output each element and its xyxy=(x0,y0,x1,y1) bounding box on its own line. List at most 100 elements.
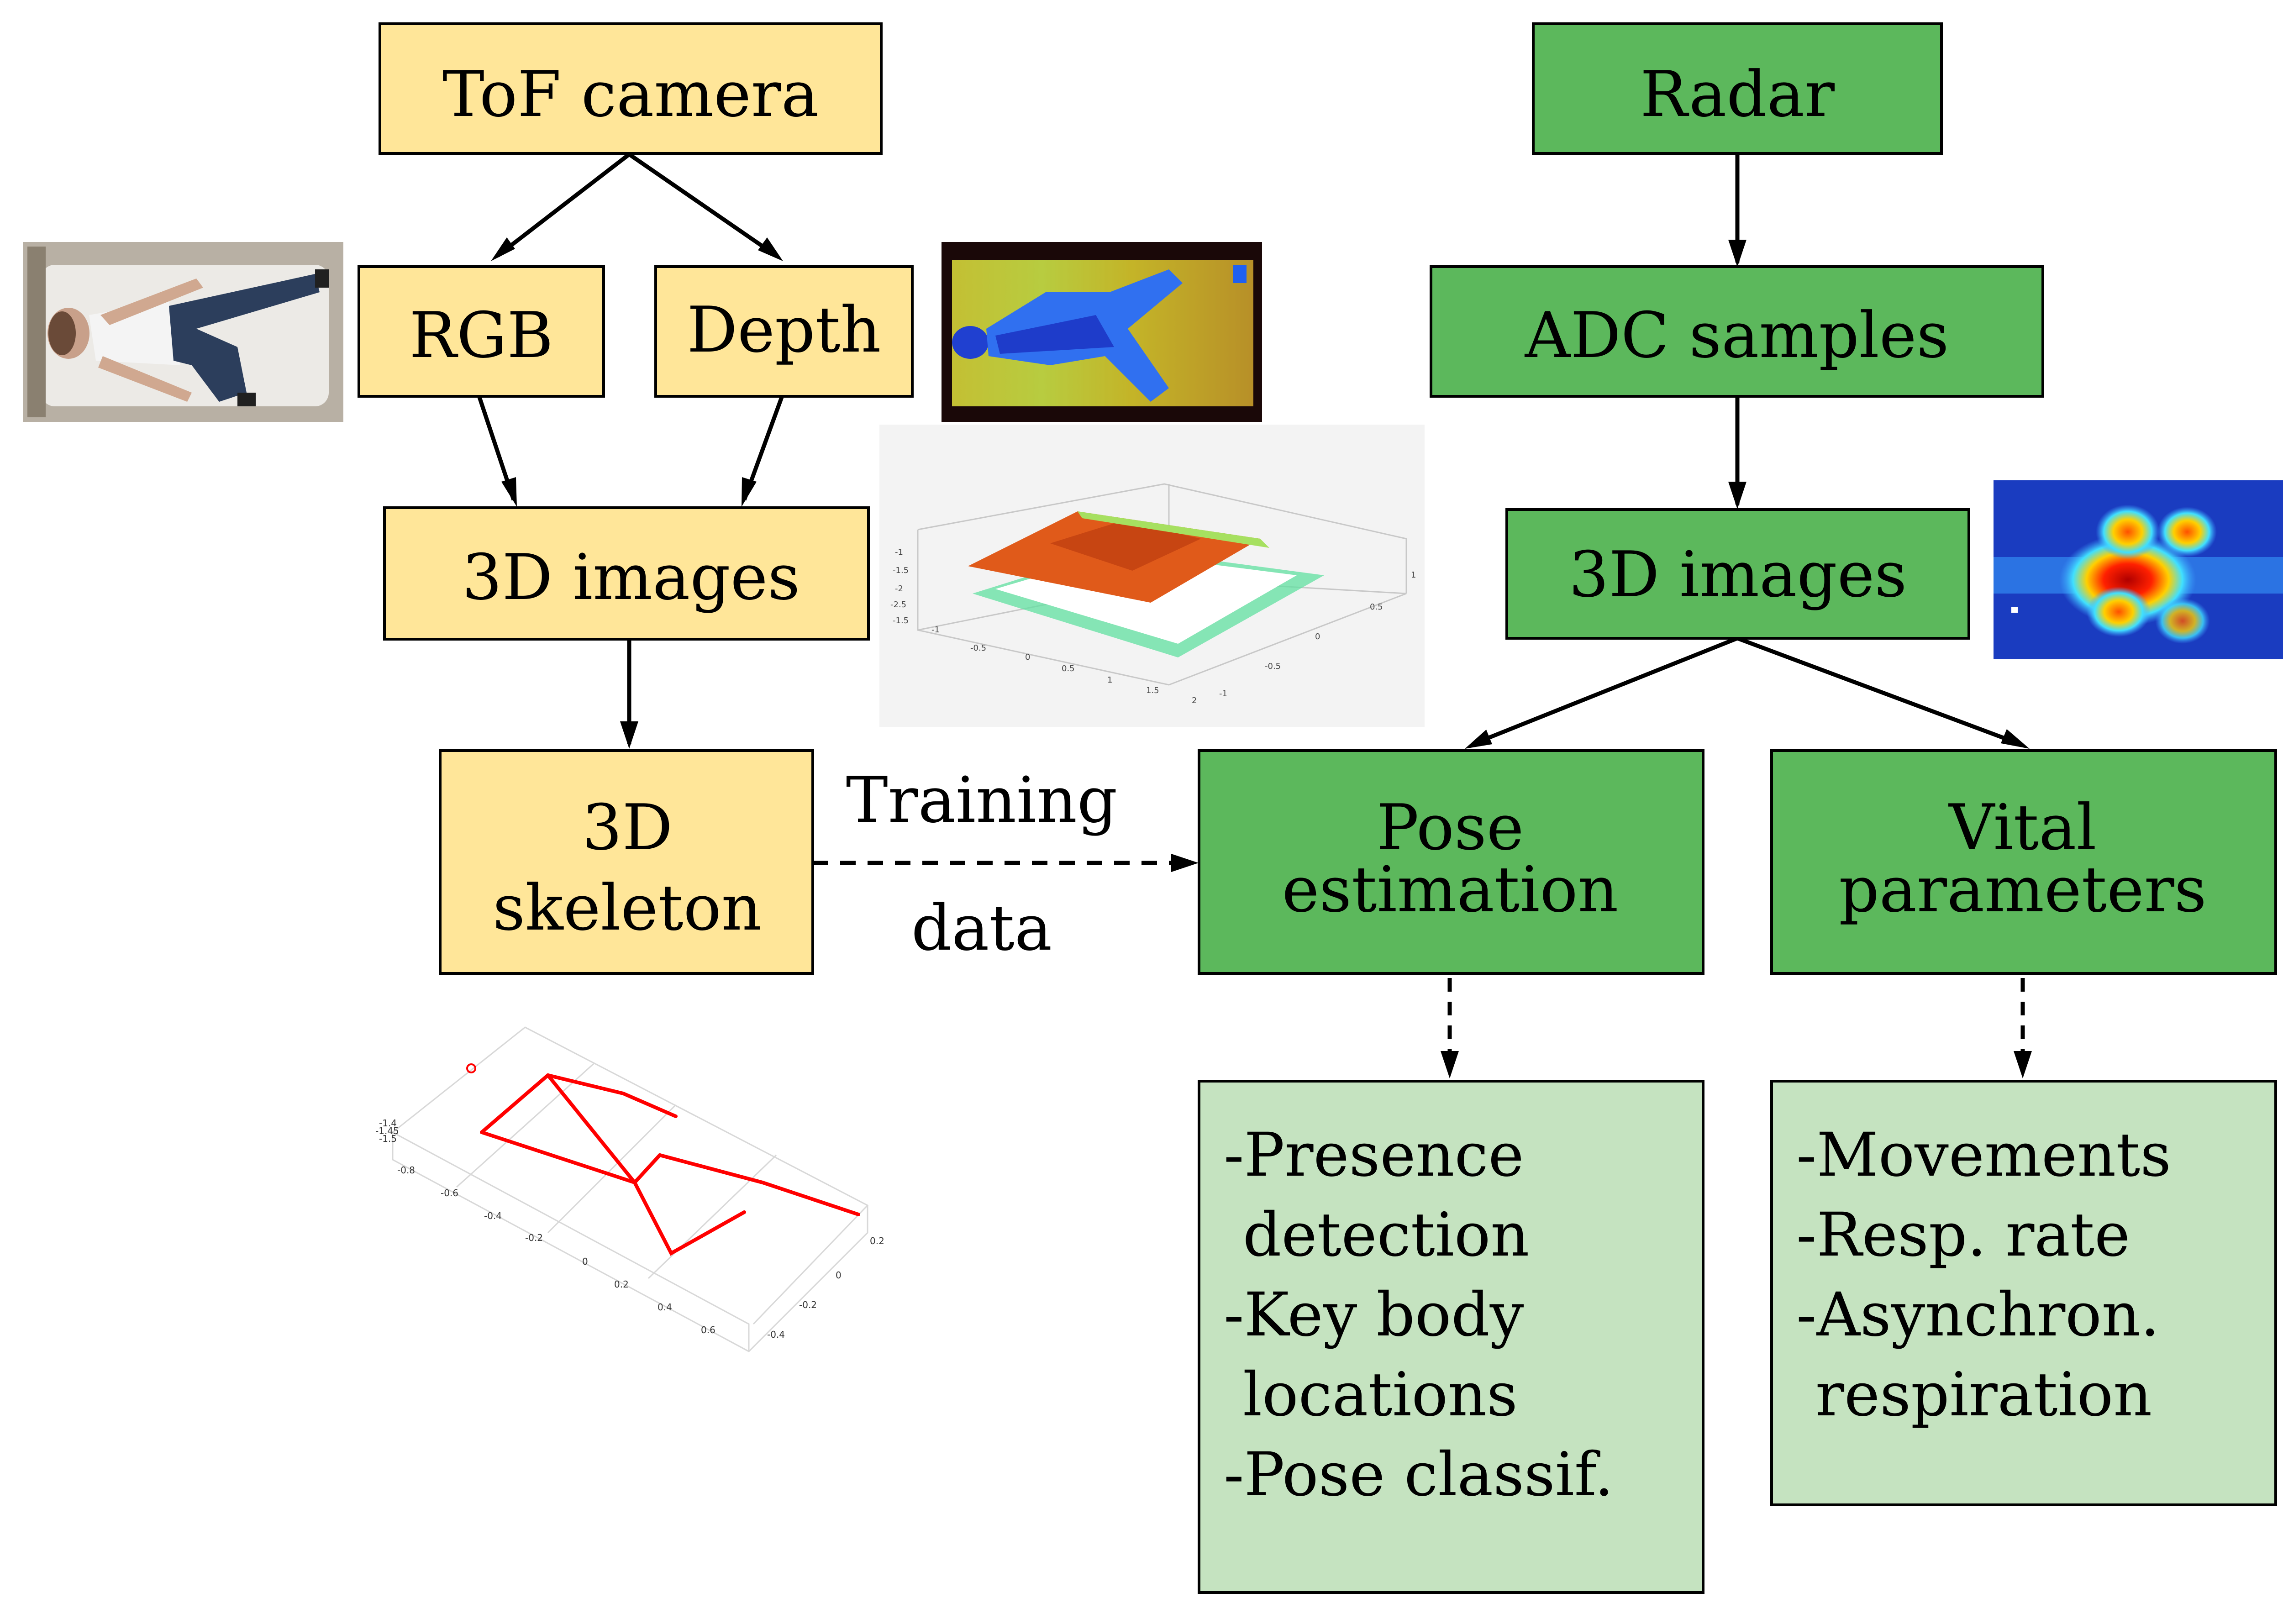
pc-y-tick: 0.5 xyxy=(1370,602,1383,612)
skeleton-spine xyxy=(480,1130,662,1185)
depth-label: Depth xyxy=(687,293,881,367)
arrowhead xyxy=(1171,854,1199,872)
radar-branch: Radar ADC samples 3D images Pose estimat… xyxy=(1198,22,2277,975)
sk-x-tick: -0.6 xyxy=(441,1188,458,1198)
skeleton-torso xyxy=(546,1073,637,1184)
skeleton-leg-right xyxy=(658,1153,860,1216)
pose-output-box xyxy=(1198,1080,1704,1594)
arrowhead xyxy=(1465,730,1492,749)
radar-3d-images-box xyxy=(1505,508,1970,640)
radar-label: Radar xyxy=(1640,58,1835,131)
data-label: data xyxy=(911,891,1052,965)
radar-box xyxy=(1532,22,1943,155)
pc-x-tick: 0 xyxy=(1025,652,1030,662)
skeleton-label-line1: 3D xyxy=(582,791,673,864)
sk-y-tick: 0.2 xyxy=(870,1235,884,1246)
skeleton-shoulders xyxy=(546,1073,678,1118)
arrowheads xyxy=(491,237,2032,1078)
pc-z-tick: -1.5 xyxy=(893,616,909,625)
pose-output-item: locations xyxy=(1224,1360,1518,1430)
depth-image xyxy=(942,242,1262,422)
camera-3d-images-label: 3D images xyxy=(462,541,800,614)
pc-z-tick: -1.5 xyxy=(893,566,909,575)
skeleton-box xyxy=(439,749,814,975)
arrow-3d-to-pose xyxy=(1472,636,1738,746)
arrow-tof-to-depth xyxy=(628,152,778,258)
arrowhead xyxy=(2001,729,2030,749)
tof-camera-box xyxy=(379,22,883,155)
arrowhead xyxy=(1441,1051,1459,1078)
pc-z-tick: -2.5 xyxy=(890,600,906,610)
arrowhead xyxy=(620,721,638,749)
pc-y-tick: -0.5 xyxy=(1265,662,1281,671)
pc-x-tick: -1 xyxy=(931,625,940,635)
pose-output-item: -Key body xyxy=(1224,1280,1524,1350)
sk-y-tick: -0.4 xyxy=(767,1329,785,1340)
rgb-label: RGB xyxy=(409,299,553,372)
pc-x-tick: 2 xyxy=(1192,696,1197,705)
vital-parameters-box xyxy=(1770,749,2277,975)
sk-y-tick: 0 xyxy=(836,1270,842,1281)
rgb-photo xyxy=(23,242,343,422)
arrowhead xyxy=(2014,1051,2032,1078)
skeleton-label-line2: skeleton xyxy=(493,871,762,945)
pc-x-tick: 0.5 xyxy=(1062,664,1075,673)
sk-x-tick: -0.8 xyxy=(397,1165,415,1176)
pc-x-tick: 1.5 xyxy=(1146,686,1159,695)
vital-output-item: -Resp. rate xyxy=(1796,1200,2130,1270)
pose-output: -Presence detection -Key body locations … xyxy=(1198,1080,1704,1594)
arrowhead xyxy=(501,477,517,507)
pose-estimation-label-line2: estimation xyxy=(1282,853,1619,926)
depth-box xyxy=(654,265,914,398)
adc-samples-box xyxy=(1430,265,2044,398)
sk-z-tick: -1.45 xyxy=(375,1125,399,1136)
sk-y-tick: -0.2 xyxy=(799,1299,817,1310)
pc-x-tick: 1 xyxy=(1107,675,1112,685)
vital-output-item: -Movements xyxy=(1796,1120,2171,1190)
training-label: Training xyxy=(846,763,1118,837)
skeleton-leg-left xyxy=(633,1181,746,1256)
sk-x-tick: 0.4 xyxy=(658,1302,672,1313)
arrowhead xyxy=(742,477,757,507)
vital-output-item: respiration xyxy=(1796,1360,2152,1430)
pose-output-item: detection xyxy=(1224,1200,1529,1270)
skeleton-head-marker xyxy=(466,1063,476,1073)
arrow-tof-to-rgb xyxy=(496,152,631,258)
pointcloud-plot: -1 -1.5 -2 -2.5 -1.5 -1 -0.5 0 0.5 1 1.5… xyxy=(879,425,1425,727)
pose-output-item: -Pose classif. xyxy=(1224,1440,1614,1510)
skeleton-arm xyxy=(480,1073,550,1134)
pc-y-tick: -1 xyxy=(1219,689,1227,699)
arrowhead xyxy=(1728,240,1746,267)
pc-x-tick: -0.5 xyxy=(970,643,986,653)
pose-estimation-box xyxy=(1198,749,1704,975)
pose-output-item: -Presence xyxy=(1224,1120,1524,1190)
pc-z-tick: -1 xyxy=(895,547,903,557)
pc-y-tick: 0 xyxy=(1315,632,1320,641)
arrow-3d-to-vital xyxy=(1736,636,2021,746)
vital-output-item: -Asynchron. xyxy=(1796,1280,2160,1350)
vital-output-box xyxy=(1770,1080,2277,1506)
skeleton-plot: -1.4 -1.45 -1.5 -0.8 -0.6 -0.4 -0.2 0 0.… xyxy=(375,1026,884,1352)
sk-x-tick: 0 xyxy=(582,1256,588,1267)
camera-3d-images-box xyxy=(383,506,870,641)
sk-x-tick: -0.4 xyxy=(484,1210,502,1221)
vital-parameters-label-line2: parameters xyxy=(1839,853,2206,926)
arrowhead xyxy=(758,237,783,261)
rgb-box xyxy=(358,265,605,398)
pc-z-tick: -2 xyxy=(895,584,903,594)
camera-branch: ToF camera RGB Depth 3D images 3D skelet… xyxy=(358,22,914,975)
tof-camera-label: ToF camera xyxy=(442,58,819,131)
sk-x-tick: 0.6 xyxy=(701,1324,715,1335)
vital-output: -Movements -Resp. rate -Asynchron. respi… xyxy=(1770,1080,2277,1506)
sk-z-tick: -1.5 xyxy=(379,1133,397,1144)
radar-heatmap xyxy=(1994,480,2283,659)
sk-x-tick: -0.2 xyxy=(525,1232,543,1243)
pose-estimation-label-line1: Pose xyxy=(1377,791,1524,864)
arrowhead xyxy=(491,237,515,261)
pc-y-tick: 1 xyxy=(1411,570,1416,580)
sk-z-tick: -1.4 xyxy=(379,1118,397,1129)
vital-parameters-label-line1: Vital xyxy=(1948,791,2096,864)
radar-3d-images-label: 3D images xyxy=(1569,538,1907,611)
arrowhead xyxy=(1728,482,1746,509)
